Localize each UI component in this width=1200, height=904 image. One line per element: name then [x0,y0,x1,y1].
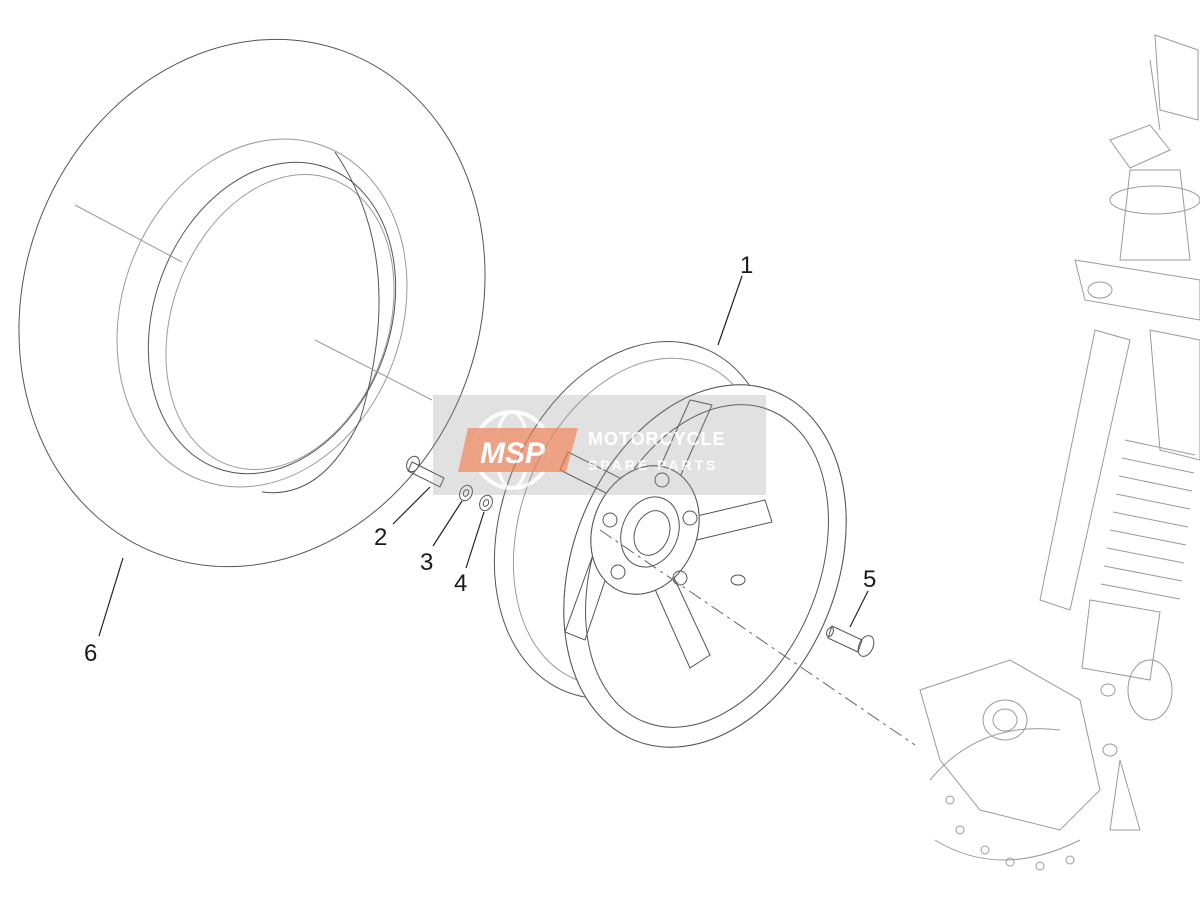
leader-5 [849,590,869,628]
leader-3 [432,500,463,547]
msp-badge [458,428,578,472]
watermark: MSP MOTORCYCLE SPARE PARTS [433,395,766,495]
part-label-1: 1 [740,252,753,279]
tire-drawing [18,38,486,568]
watermark-line-1: MOTORCYCLE [588,429,726,449]
axle-centerline [599,529,916,746]
part-label-2: 2 [374,524,387,551]
leader-4 [465,511,485,569]
wheel-rim-drawing [493,340,847,748]
part-label-6: 6 [84,640,97,667]
part-labels: 1 2 3 4 5 6 [84,252,876,667]
leader-lines [98,275,869,637]
axle-bolt-drawing [406,455,445,488]
part-label-4: 4 [454,570,467,597]
watermark-badge-text: MSP [480,437,546,470]
part-label-3: 3 [420,549,433,576]
leader-6 [98,557,124,637]
leader-2 [392,486,431,525]
fork-assembly-drawing [919,34,1200,871]
tire-valve-drawing [826,625,875,657]
watermark-line-2: SPARE PARTS [588,457,719,473]
leader-1 [717,275,743,346]
washers-drawing [459,484,493,512]
part-label-5: 5 [863,566,876,593]
